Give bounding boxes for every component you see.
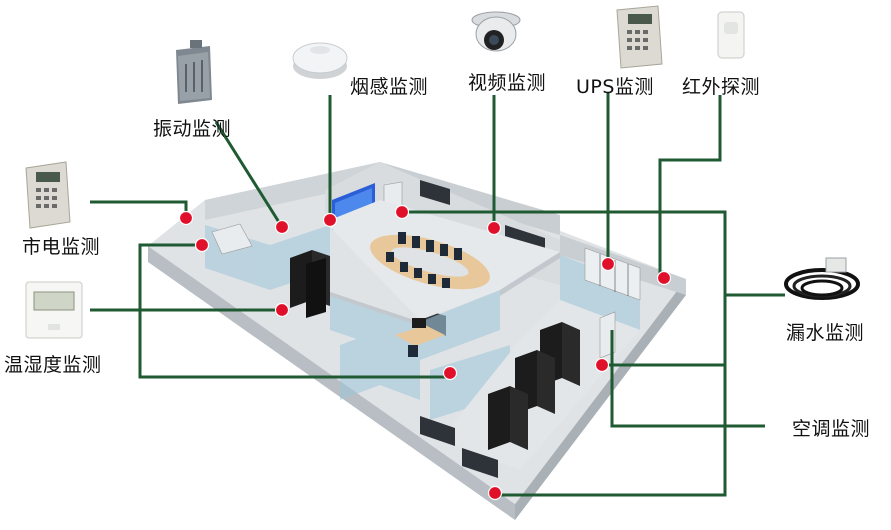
office-desk: [395, 318, 445, 357]
sensor-dots: [178, 204, 672, 501]
dome-camera-icon: [471, 11, 521, 52]
front-windows: [420, 416, 498, 478]
label-water-leak: 漏水监测: [786, 322, 865, 344]
power-meter-icon: [25, 161, 71, 229]
vibration-sensor-icon: [176, 40, 212, 104]
sensor-dot: [274, 219, 290, 235]
power-cabinets: [584, 247, 641, 301]
sensor-dot: [274, 302, 290, 318]
sensor-dot: [656, 270, 672, 286]
sensor-dot: [594, 357, 610, 373]
building-floorplan: [148, 162, 686, 520]
label-mains-power: 市电监测: [22, 236, 101, 258]
line-infrared: [658, 95, 722, 278]
outer-wall-right: [515, 279, 686, 520]
smoke-detector-icon: [292, 42, 348, 79]
outer-wall-front: [148, 246, 515, 520]
line-ac-label: [610, 330, 765, 428]
infrared-detector-icon: [717, 11, 745, 59]
server-racks-lower: [488, 322, 580, 450]
label-smoke: 烟感监测: [350, 76, 429, 98]
thermo-hygrometer-icon: [25, 281, 83, 339]
ups-monitor-icon: [616, 5, 663, 69]
label-infrared: 红外探测: [682, 76, 761, 98]
label-video: 视频监测: [468, 72, 547, 94]
sensor-dot: [600, 256, 616, 272]
sensor-dot: [486, 220, 502, 236]
line-top-bus: [400, 210, 727, 497]
sensor-dot: [487, 485, 503, 501]
connector-lines: [90, 92, 785, 497]
sensor-dot: [322, 212, 338, 228]
sensor-dot: [194, 237, 210, 253]
label-air-conditioning: 空调监测: [792, 418, 871, 440]
sensor-dot: [178, 210, 194, 226]
line-mains-power: [90, 200, 188, 218]
chairs: [386, 232, 462, 288]
back-wall-left: [205, 162, 380, 220]
sensor-dot: [442, 365, 458, 381]
back-wall-main: [380, 162, 560, 235]
server-racks-upper: [290, 250, 330, 318]
sensor-dot: [394, 204, 410, 220]
line-vibration: [214, 121, 284, 228]
line-left-loop: [138, 243, 450, 379]
water-leak-cable-icon: [784, 257, 860, 300]
label-ups: UPS监测: [576, 76, 654, 98]
label-temp-humidity: 温湿度监测: [4, 354, 102, 376]
left-room-unit: [211, 223, 253, 255]
label-vibration: 振动监测: [153, 118, 232, 140]
